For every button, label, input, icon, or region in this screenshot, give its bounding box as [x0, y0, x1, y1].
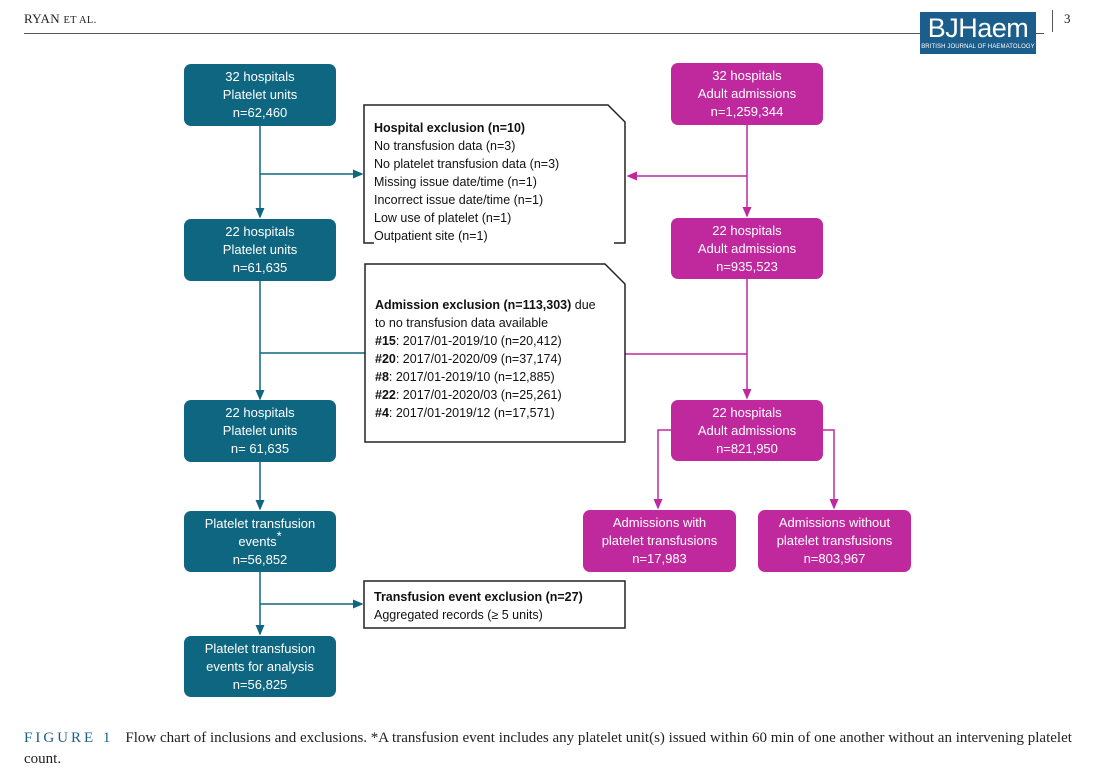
hospital-exclusion-title: Hospital exclusion (n=10) — [374, 121, 526, 135]
left-box-4-count: n=56,852 — [232, 551, 288, 567]
connector-right-split-left — [653, 429, 671, 510]
right-box-3-line2: Adult admissions — [697, 422, 797, 438]
page-number: 3 — [1064, 11, 1071, 26]
running-head-author: RYAN — [24, 11, 60, 26]
right-box-5-line2: platelet transfusions — [776, 533, 893, 548]
figure-label: FIGURE 1 — [24, 730, 114, 746]
left-box-2: 22 hospitals Platelet units n=61,635 — [184, 219, 336, 281]
journal-logo: BJHaem BRITISH JOURNAL OF HAEMATOLOGY — [920, 12, 1036, 54]
hospital-exclusion-item: No transfusion data (n=3) — [374, 139, 516, 153]
left-box-3-count: n= 61,635 — [230, 441, 290, 456]
right-box-3-count: n=821,950 — [716, 440, 778, 456]
right-box-1-line1: 32 hospitals — [712, 68, 782, 83]
running-head-et-al: ET AL. — [63, 15, 97, 26]
left-box-1-line1: 32 hospitals — [225, 69, 295, 84]
right-box-5: Admissions without platelet transfusions… — [758, 510, 911, 572]
right-box-3: 22 hospitals Adult admissions n=821,950 — [671, 400, 823, 461]
left-box-3-line1: 22 hospitals — [225, 405, 295, 420]
hospital-exclusion-item: No platelet transfusion data (n=3) — [374, 157, 560, 171]
hospital-exclusion-item: Outpatient site (n=1) — [374, 229, 488, 243]
left-box-5-line2: events for analysis — [206, 658, 314, 674]
right-box-2-line1: 22 hospitals — [712, 222, 782, 238]
left-box-1: 32 hospitals Platelet units n=62,460 — [184, 64, 336, 126]
right-box-4-count: n=17,983 — [632, 551, 687, 566]
left-box-2-line2: Platelet units — [222, 242, 298, 257]
right-box-1-line2: Adult admissions — [697, 86, 797, 101]
event-exclusion-box: Transfusion event exclusion (n=27) Aggre… — [374, 588, 619, 624]
admission-exclusion-title: Admission exclusion (n=113,303) due — [375, 298, 596, 312]
right-box-1-count: n=1,259,344 — [710, 104, 784, 119]
left-box-4: Platelet transfusion events* n=56,852 — [184, 511, 336, 572]
admission-exclusion-item: #8: 2017/01-2019/10 (n=12,885) — [375, 370, 555, 384]
figure-caption-text: Flow chart of inclusions and exclusions.… — [24, 730, 1072, 767]
right-box-4: Admissions with platelet transfusions n=… — [583, 510, 736, 572]
left-box-3: 22 hospitals Platelet units n= 61,635 — [184, 400, 336, 462]
right-box-1: 32 hospitals Adult admissions n=1,259,34… — [671, 63, 823, 125]
left-box-5: Platelet transfusion events for analysis… — [184, 636, 336, 697]
hospital-exclusion-box: Hospital exclusion (n=10) No transfusion… — [374, 119, 614, 245]
left-box-2-line1: 22 hospitals — [225, 224, 295, 239]
event-exclusion-item: Aggregated records (≥ 5 units) — [374, 608, 543, 622]
header-rule — [24, 33, 1044, 34]
left-box-3-line2: Platelet units — [222, 423, 298, 438]
left-box-1-count: n=62,460 — [232, 105, 288, 120]
right-box-3-line1: 22 hospitals — [712, 404, 782, 420]
admission-exclusion-item: #4: 2017/01-2019/12 (n=17,571) — [375, 406, 555, 420]
hospital-exclusion-item: Missing issue date/time (n=1) — [374, 175, 537, 189]
right-box-5-count: n=803,967 — [803, 551, 866, 566]
left-box-1-line2: Platelet units — [222, 87, 298, 102]
right-box-4-line2: platelet transfusions — [601, 533, 718, 548]
event-exclusion-title: Transfusion event exclusion (n=27) — [374, 590, 583, 604]
running-head-authors: RYAN ET AL. — [24, 11, 97, 27]
right-box-2-count: n=935,523 — [716, 258, 778, 274]
left-box-4-line2-wrap: events* — [238, 529, 281, 551]
connector-right-split-right — [823, 429, 839, 510]
admission-exclusion-item: #22: 2017/01-2020/03 (n=25,261) — [375, 388, 562, 402]
right-box-2: 22 hospitals Adult admissions n=935,523 — [671, 218, 823, 279]
admission-exclusion-item: #15: 2017/01-2019/10 (n=20,412) — [375, 334, 562, 348]
left-box-4-line1: Platelet transfusion — [204, 515, 316, 531]
left-box-4-line2: events — [238, 533, 277, 549]
page-number-separator — [1052, 10, 1053, 32]
hospital-exclusion-item: Incorrect issue date/time (n=1) — [374, 193, 544, 207]
left-box-5-count: n=56,825 — [232, 676, 288, 692]
journal-logo-text: BJHaem — [927, 13, 1029, 43]
right-box-4-line1: Admissions with — [612, 515, 707, 530]
left-box-5-line1: Platelet transfusion — [204, 640, 316, 656]
right-box-2-line2: Adult admissions — [697, 240, 797, 256]
footnote-asterisk: * — [276, 528, 282, 544]
left-box-2-count: n=61,635 — [232, 260, 288, 275]
right-box-5-line1: Admissions without — [778, 515, 891, 530]
admission-exclusion-box: Admission exclusion (n=113,303) due to n… — [375, 296, 615, 422]
hospital-exclusion-item: Low use of platelet (n=1) — [374, 211, 512, 225]
admission-exclusion-reason: to no transfusion data available — [375, 316, 549, 330]
admission-exclusion-item: #20: 2017/01-2020/09 (n=37,174) — [375, 352, 562, 366]
journal-logo-subtitle: BRITISH JOURNAL OF HAEMATOLOGY — [921, 44, 1035, 50]
